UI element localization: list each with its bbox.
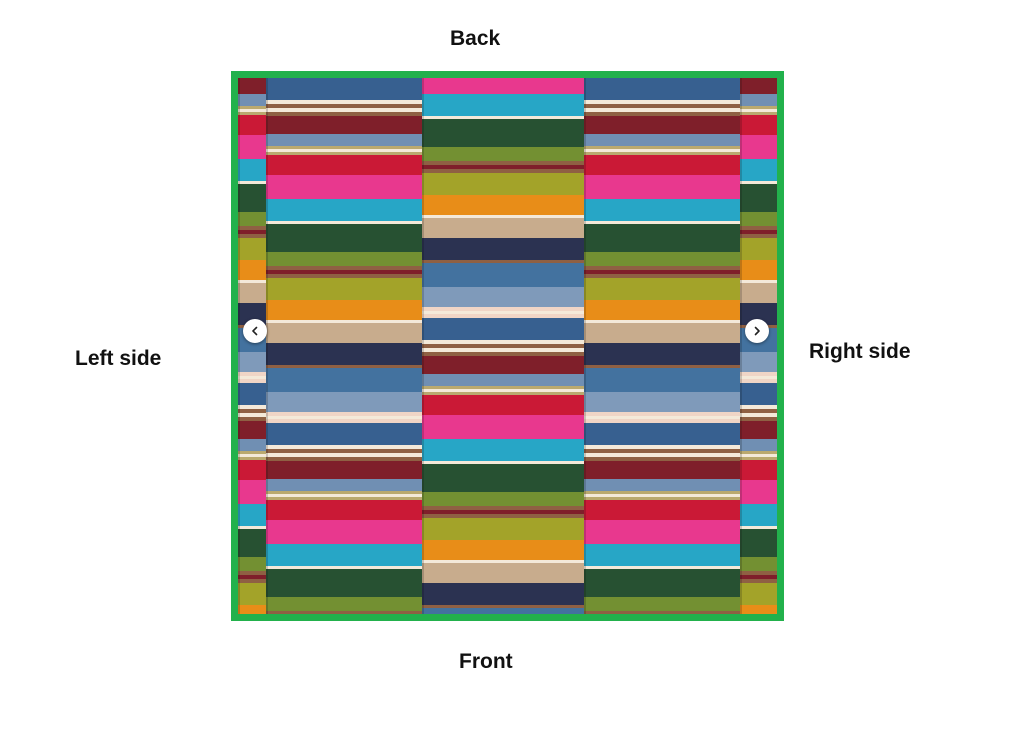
striped-fabric-image: [238, 78, 777, 614]
previous-image-button[interactable]: [243, 319, 267, 343]
left-side-label: Left side: [75, 347, 162, 370]
back-label: Back: [450, 27, 501, 50]
fabric-image-frame: [231, 71, 784, 621]
right-side-label: Right side: [809, 340, 911, 363]
chevron-left-icon: [252, 326, 258, 336]
chevron-right-icon: [754, 326, 760, 336]
next-image-button[interactable]: [745, 319, 769, 343]
front-label: Front: [459, 650, 513, 673]
